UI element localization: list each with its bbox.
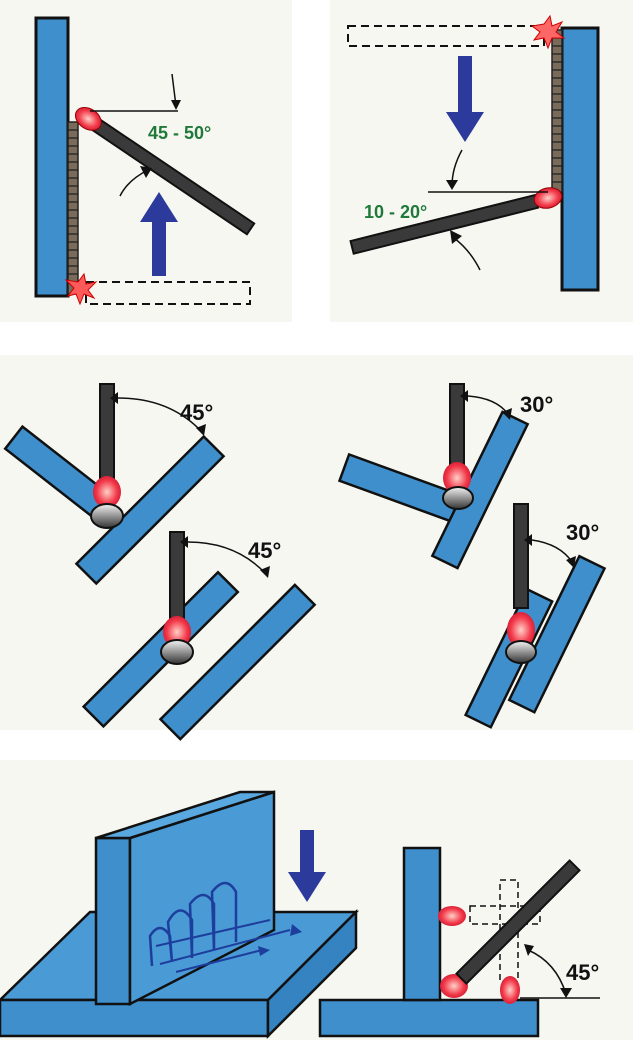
direction-up-arrow xyxy=(140,192,178,276)
fillet-joint-45-top xyxy=(3,383,226,586)
weld-bead xyxy=(67,121,79,295)
dashed-plate xyxy=(85,281,251,305)
lap-joint-30-bottom xyxy=(463,503,607,729)
angle-label-mid-bl: 45° xyxy=(248,538,281,563)
fillet-joint-45-bottom xyxy=(81,531,317,741)
weave-pattern xyxy=(148,881,238,967)
vertical-plate-right xyxy=(560,26,600,292)
angle-label-mid-br: 30° xyxy=(566,520,599,545)
plate-h xyxy=(507,554,607,714)
weave-arrowhead xyxy=(290,924,302,936)
weld-pool xyxy=(90,503,124,529)
electrode-vertical-4 xyxy=(513,503,529,609)
spark-icon xyxy=(64,272,98,306)
electrode-rod xyxy=(74,106,256,236)
flame-icon xyxy=(93,476,121,508)
electrode-angled xyxy=(455,859,581,985)
pointer-arrowhead-right-lower xyxy=(450,230,462,244)
t-joint-side xyxy=(318,846,600,1038)
electrode-rod-right xyxy=(349,187,563,255)
angle-pointer-lower xyxy=(119,169,149,197)
direction-down-arrow xyxy=(446,56,484,142)
electrode-vertical-2 xyxy=(169,531,185,619)
t-joint-3d xyxy=(0,790,360,1040)
angle-arc-2 xyxy=(187,541,267,575)
arc-arrowhead-2a xyxy=(180,536,188,548)
upright-top xyxy=(95,790,275,840)
flame-horizontal xyxy=(438,906,466,926)
arc-arrowhead-4b xyxy=(566,556,576,568)
pointer-arrowhead xyxy=(171,100,181,110)
arc-arrowhead-2b xyxy=(260,566,270,578)
spark-icon-right xyxy=(530,14,566,50)
flame-angled xyxy=(440,974,468,998)
angle-pointer-right-lower xyxy=(453,237,481,271)
weld-pool-4 xyxy=(505,640,537,664)
base-plate-side xyxy=(266,908,358,1040)
plate-e xyxy=(337,452,462,523)
pointer-arrowhead-right xyxy=(446,180,458,190)
weave-horizontal xyxy=(155,919,291,973)
angle-arc xyxy=(117,397,203,433)
plate-a xyxy=(3,424,111,519)
vertical-down-diagram xyxy=(347,14,600,292)
upright-side-view xyxy=(402,846,442,1002)
flame-icon-3 xyxy=(443,462,471,494)
angle-arc-bottom xyxy=(527,949,567,995)
dashed-plate-right xyxy=(347,25,545,47)
weld-bead-right xyxy=(551,29,563,193)
angle-label-top-left: 45 - 50° xyxy=(148,123,211,143)
direction-down-arrow-bottom xyxy=(288,830,326,902)
arc-arrowhead-b1 xyxy=(524,944,534,956)
pointer-arrowhead-lower xyxy=(140,166,152,178)
plate-d xyxy=(158,583,317,741)
arc-arrowhead-b2 xyxy=(560,988,572,998)
lap-joint-30-top xyxy=(337,383,530,570)
angle-label-mid-tl: 45° xyxy=(180,400,213,425)
base-plate-side-view xyxy=(318,998,540,1038)
angle-label-mid-tr: 30° xyxy=(520,392,553,417)
flame-icon-2 xyxy=(163,616,191,648)
angle-label-top-right: 10 - 20° xyxy=(364,202,427,222)
weave-arrowhead-2 xyxy=(258,946,270,956)
weld-pool-3 xyxy=(442,486,474,510)
vertical-up-diagram xyxy=(34,16,256,306)
arc-arrowhead-3b xyxy=(502,408,512,420)
arc-arrowhead-4a xyxy=(524,534,532,546)
angle-label-bottom-right: 45° xyxy=(566,960,599,985)
vertical-plate xyxy=(34,16,70,298)
arc-arrowhead-start xyxy=(110,392,118,404)
arc-arrowhead-end xyxy=(196,424,206,436)
weld-pool-2 xyxy=(160,639,194,665)
flame-vertical xyxy=(500,976,520,1004)
base-plate-front xyxy=(0,998,270,1038)
upright-front xyxy=(94,836,132,1006)
flame-icon-4 xyxy=(507,612,535,648)
plate-b xyxy=(74,434,226,586)
arc-arrowhead-3a xyxy=(460,390,468,402)
